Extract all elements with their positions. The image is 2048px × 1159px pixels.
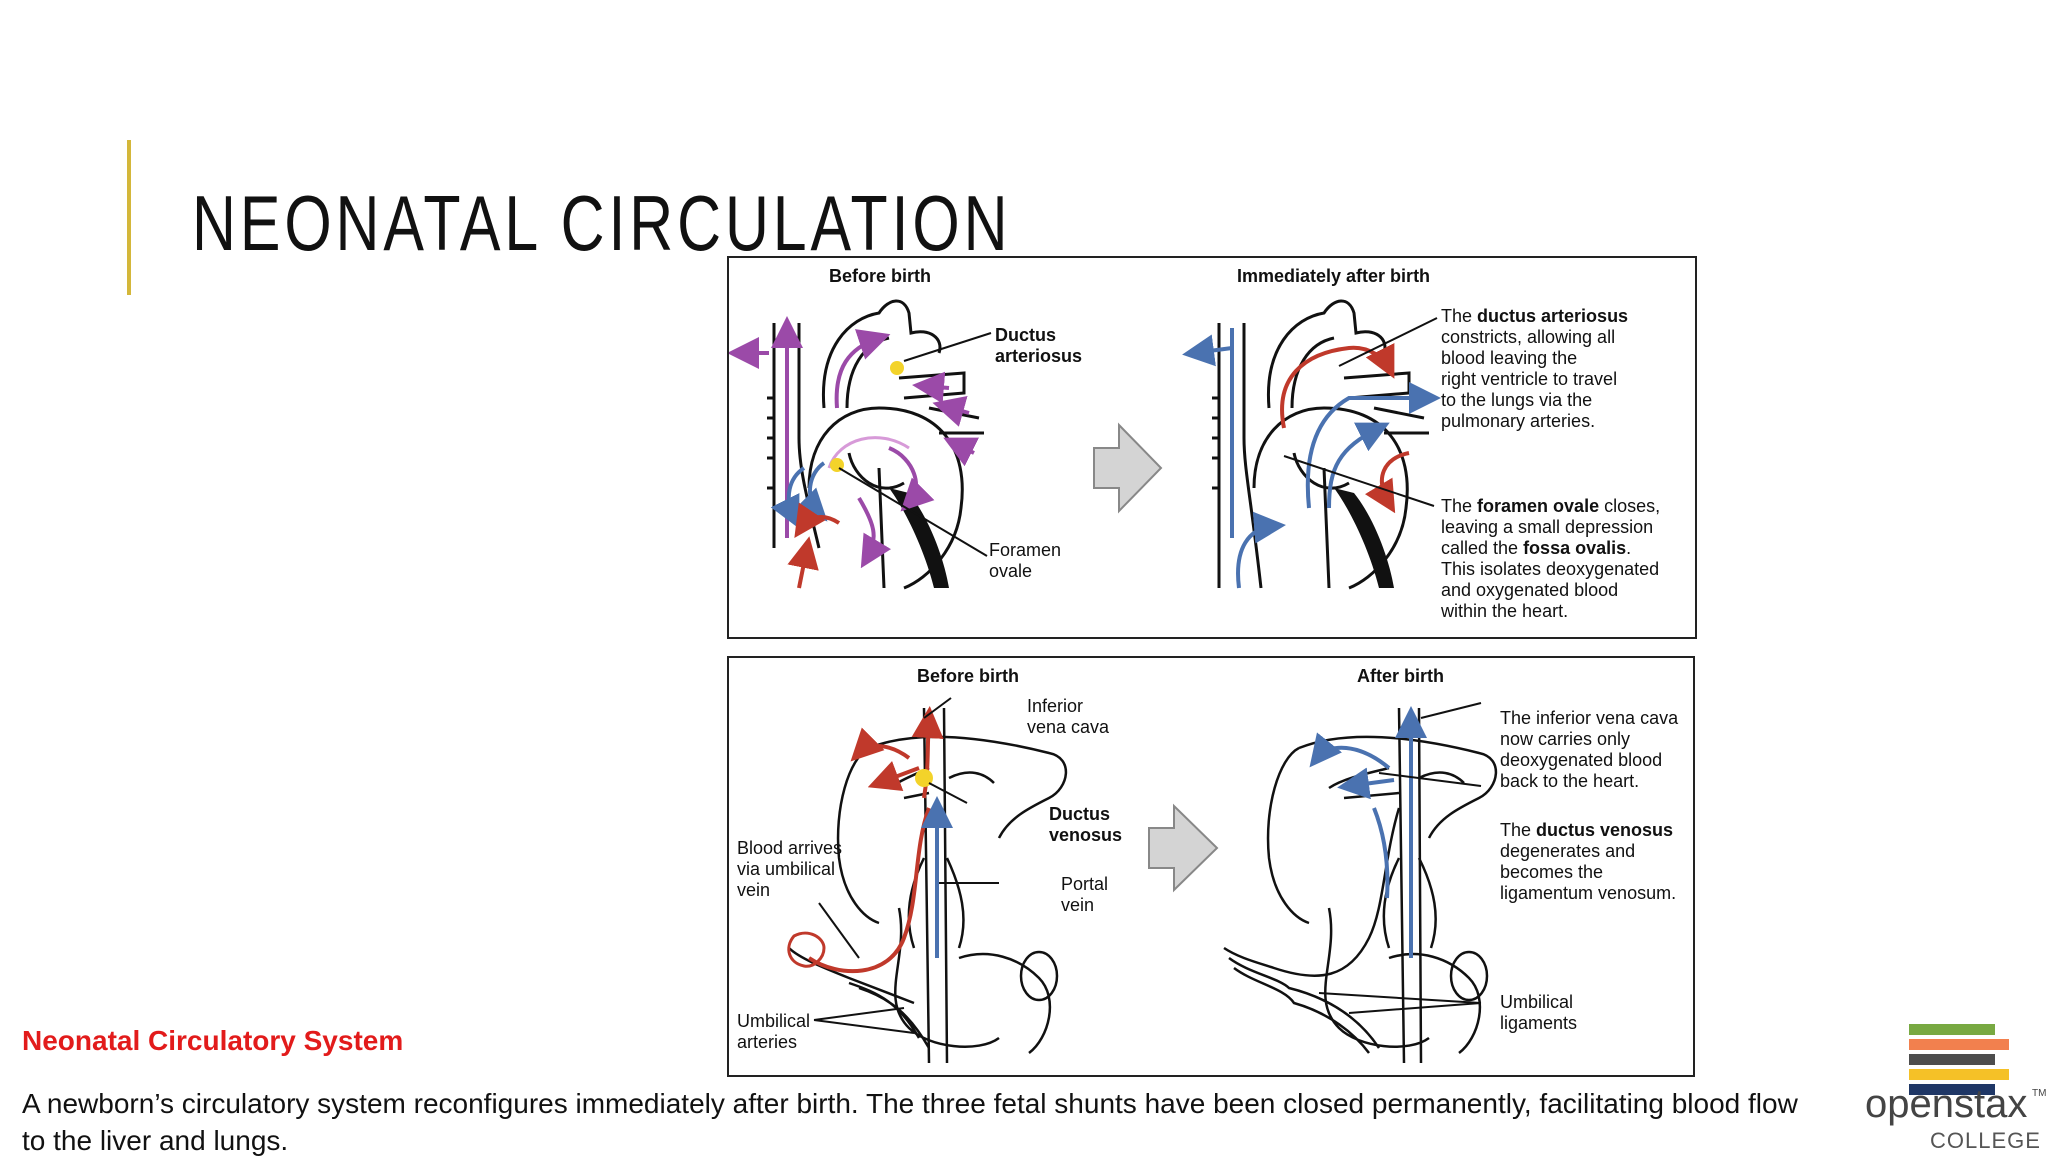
da-note-l1-bold: ductus arteriosus <box>1477 306 1629 326</box>
dv-note-pointer <box>1378 772 1482 787</box>
logo-stripe-1 <box>1909 1024 1995 1035</box>
logo-subtitle: COLLEGE <box>1930 1128 2041 1153</box>
slide-title: NEONATAL CIRCULATION <box>192 179 1012 267</box>
logo-stripe-4 <box>1909 1069 2009 1080</box>
heart-after-septum <box>1334 488 1394 588</box>
portal-vein-label-2: vein <box>1061 895 1095 915</box>
logo-stripe-5 <box>1909 1084 1995 1095</box>
ivc-note-l4: back to the heart. <box>1500 771 1640 791</box>
ductus-arteriosus-marker <box>890 361 904 375</box>
heart-diagram-svg <box>729 299 1441 590</box>
ivc-note-l3: deoxygenated blood <box>1500 750 1663 770</box>
umbilical-arteries-pointer-1 <box>813 1007 905 1021</box>
ivc-label-2: vena cava <box>1027 717 1110 737</box>
ligaments-pointer-2 <box>1348 1002 1482 1014</box>
openstax-logo: openstax TM COLLEGE <box>1860 1020 2046 1153</box>
fo-note-l1-post: closes, <box>1599 496 1661 516</box>
liver-transition-arrow <box>1148 803 1219 893</box>
dv-note-l4: ligamentum venosum. <box>1500 883 1677 903</box>
heart-transition-arrow <box>1093 422 1163 514</box>
liver-after-heading: After birth <box>1357 666 1444 686</box>
dv-note-l3: becomes the <box>1500 862 1604 882</box>
logo-stripe-2 <box>1909 1039 2009 1050</box>
fo-note-l5: and oxygenated blood <box>1441 580 1619 600</box>
fo-note-l3-post: . <box>1626 538 1632 558</box>
fo-note-l6: within the heart. <box>1441 601 1569 621</box>
logo-stripe-3 <box>1909 1054 1995 1065</box>
title-accent-bar <box>127 140 131 295</box>
fo-note-l1-pre: The <box>1441 496 1478 516</box>
ductus-arteriosus-label-1: Ductus <box>995 325 1057 345</box>
ivc-label-1: Inferior <box>1027 696 1084 716</box>
umbilical-vein-label-2: via umbilical <box>737 859 836 879</box>
ductus-arteriosus-label-2: arteriosus <box>995 346 1083 366</box>
logo-trademark: TM <box>2032 1088 2047 1099</box>
da-note-l1-pre: The <box>1441 306 1478 326</box>
da-note-l5: to the lungs via the <box>1441 390 1593 410</box>
ligaments-pointer-1 <box>1318 992 1482 1004</box>
heart-before-flow-arrows <box>729 316 980 589</box>
ligaments-label-2: ligaments <box>1500 1013 1578 1033</box>
dv-pointer <box>928 782 968 804</box>
ivc-note-l1: The inferior vena cava <box>1500 708 1679 728</box>
ivc-pointer <box>923 697 952 719</box>
umbilical-vein-label-1: Blood arrives <box>737 838 843 858</box>
umbilical-vein-label-3: vein <box>737 880 771 900</box>
ligaments-label-1: Umbilical <box>1500 992 1574 1012</box>
umbilical-arteries-label-2: arteries <box>737 1032 798 1052</box>
umbilical-arteries-pointer-2 <box>813 1019 915 1034</box>
heart-circulation-panel: Before birth Immediately after birth Duc… <box>727 256 1697 639</box>
caption-text: A newborn’s circulatory system reconfigu… <box>22 1088 1798 1156</box>
liver-after-flow-arrows <box>1309 706 1427 958</box>
ivc-note-pointer <box>1420 702 1482 719</box>
caption-title: Neonatal Circulatory System <box>22 1025 404 1056</box>
liver-circulation-panel: Before birth After birth Inferior vena c… <box>727 656 1695 1077</box>
foramen-ovale-pointer <box>838 467 988 557</box>
logo-wordmark: openstax <box>1865 1082 2028 1126</box>
da-note-pointer <box>1338 317 1438 367</box>
liver-before-flow-arrows <box>807 706 953 974</box>
dv-note-l2: degenerates and <box>1500 841 1636 861</box>
dv-note-l1-pre: The <box>1500 820 1537 840</box>
fo-note-l2: leaving a small depression <box>1441 517 1654 537</box>
ivc-note-l2: now carries only <box>1500 729 1631 749</box>
da-note-l6: pulmonary arteries. <box>1441 411 1596 431</box>
fo-note-l1-bold: foramen ovale <box>1477 496 1600 516</box>
da-note-l4: right ventricle to travel <box>1441 369 1618 389</box>
da-note-l2: constricts, allowing all <box>1441 327 1616 347</box>
portal-vein-label-1: Portal <box>1061 874 1109 894</box>
liver-before-heading: Before birth <box>917 666 1020 686</box>
heart-before-drawing <box>767 299 984 590</box>
heart-after-heading: Immediately after birth <box>1237 266 1431 286</box>
liver-after-drawing <box>1223 707 1498 1064</box>
dv-label-2: venosus <box>1049 825 1123 845</box>
dv-label-1: Ductus <box>1049 804 1111 824</box>
da-note-l3: blood leaving the <box>1441 348 1578 368</box>
dv-note-l1-bold: ductus venosus <box>1536 820 1674 840</box>
fo-note-l3-bold: fossa ovalis <box>1523 538 1627 558</box>
liver-diagram-svg <box>787 697 1498 1064</box>
heart-before-heading: Before birth <box>829 266 932 286</box>
umbilical-arteries-label-1: Umbilical <box>737 1011 811 1031</box>
umbilical-vein-pointer <box>818 902 860 959</box>
fo-note-pointer <box>1283 455 1435 507</box>
ductus-arteriosus-pointer <box>903 332 992 362</box>
fo-note-l3-pre: called the <box>1441 538 1524 558</box>
fo-note-l4: This isolates deoxygenated <box>1441 559 1660 579</box>
heart-before-septum <box>889 488 949 588</box>
foramen-ovale-label-1: Foramen <box>989 540 1062 560</box>
ductus-venosus-marker <box>915 769 933 787</box>
foramen-ovale-label-2: ovale <box>989 561 1033 581</box>
heart-after-flow-arrows <box>1182 328 1441 589</box>
